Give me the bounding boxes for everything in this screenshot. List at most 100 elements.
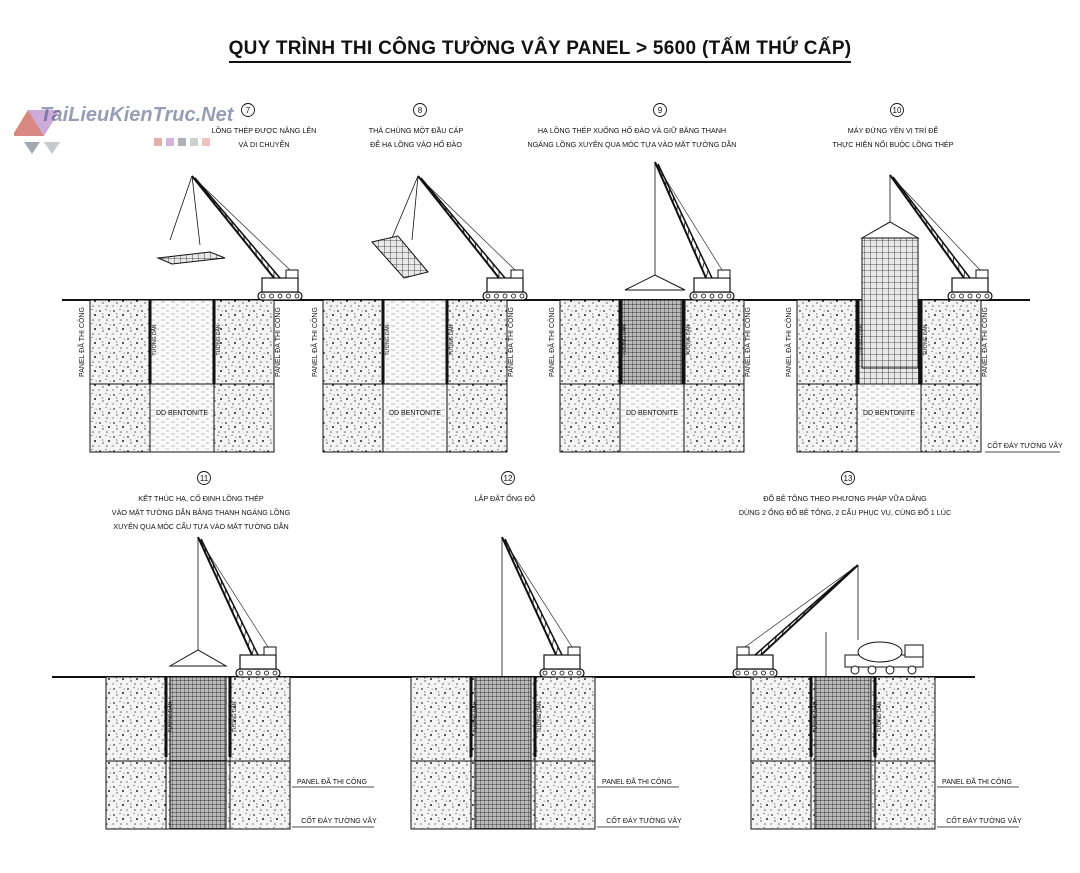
crane-cab (717, 269, 731, 279)
cage-tilted (371, 235, 429, 279)
steel-cage-raised (861, 237, 919, 369)
boom-lattice (809, 604, 813, 611)
guide-wall-label: TƯỜNG DẪN (536, 701, 543, 732)
diagram-title-text: QUY TRÌNH THI CÔNG TƯỜNG VÂY PANEL > 560… (228, 38, 852, 63)
track-wheel (976, 293, 981, 299)
steel-cage (814, 676, 872, 830)
boom-lattice (231, 220, 234, 228)
lifting-frame (860, 221, 920, 239)
track-wheel (294, 293, 300, 299)
crane-cab (285, 269, 299, 279)
guide-wall-label: TƯỜNG DẪN (812, 701, 819, 732)
step-caption-line: DÙNG 2 ỐNG ĐỔ BÊ TÔNG, 2 CẨU PHỤC VỤ, CÙ… (739, 507, 951, 517)
boom-lattice (236, 613, 239, 622)
track-wheel (502, 293, 508, 299)
boom-lattice (925, 220, 928, 227)
track-wheel (718, 293, 723, 299)
cranes (156, 161, 993, 678)
step-number: 12 (504, 474, 513, 483)
panel-done-label: PANEL ĐÃ THI CÔNG (784, 307, 793, 377)
crane-body (239, 654, 277, 670)
boom-lattice (963, 270, 965, 279)
step-caption-line: LẮP ĐẶT ỐNG ĐỔ (475, 493, 536, 503)
boom-lattice (426, 184, 430, 191)
boom-lattice (237, 227, 240, 235)
track-wheel (576, 670, 582, 676)
steel-cage (474, 676, 532, 830)
boom-lattice (691, 237, 694, 245)
track-wheel (559, 670, 565, 676)
step-number: 11 (200, 474, 209, 483)
guide-wall-label: TƯỜNG DẪN (167, 701, 174, 732)
boom-lattice (206, 192, 210, 199)
boom-lattice (468, 235, 471, 242)
boom-lattice (212, 199, 216, 206)
crane-body (693, 277, 731, 293)
truck-wheel (885, 665, 895, 675)
boom-lattice (694, 245, 697, 254)
guide-wall-label: TƯỜNG DẪN (621, 324, 628, 355)
boom-lattice (532, 596, 534, 605)
guide-wall-label: TƯỜNG DẪN (215, 324, 222, 355)
crane-13 (732, 564, 859, 678)
logo-icon (14, 110, 210, 154)
crane-body (486, 277, 524, 293)
boom-lattice (536, 605, 538, 613)
boom-lattice (909, 198, 912, 205)
gravel-left (559, 299, 621, 453)
steel-cage (169, 676, 227, 830)
panel-done-label: PANEL ĐÃ THI CÔNG (942, 777, 1012, 786)
track-wheel (269, 293, 274, 299)
step-number-circle (841, 471, 855, 485)
step-caption-line: THỰC HIỆN NỐI BUỘC LỒNG THÉP (832, 139, 953, 149)
step-number: 8 (418, 106, 423, 115)
guide-wall-label: TƯỜNG DẪN (448, 324, 455, 355)
track-wheel (264, 670, 269, 676)
crane-body (261, 277, 299, 293)
step-caption-line: VÀ DI CHUYỂN (238, 140, 289, 149)
wall-base-label: CỐT ĐÁY TƯỜNG VÂY (301, 815, 377, 825)
panel-done-label: PANEL ĐÃ THI CÔNG (602, 777, 672, 786)
crane-body (543, 654, 581, 670)
truck-wheel (867, 665, 877, 675)
boom-lattice (767, 642, 770, 649)
boom-lattice (816, 598, 820, 604)
crane-cable (191, 175, 291, 271)
crane-track (947, 291, 993, 301)
step-number: 10 (893, 106, 902, 115)
crane-10 (889, 174, 993, 301)
step-number-circle (241, 103, 255, 117)
boom-lattice (781, 629, 784, 636)
gravel-right (874, 676, 936, 830)
boom-lattice (931, 227, 933, 234)
truck-wheel (850, 665, 860, 675)
panel-done-label: PANEL ĐÃ THI CÔNG (273, 307, 282, 377)
boom-lattice (903, 191, 907, 198)
gravel-left (796, 299, 858, 453)
concrete-mixer-truck (844, 641, 924, 675)
boom-lattice (898, 184, 901, 190)
track-wheel (238, 670, 244, 676)
boom-lattice (474, 242, 477, 249)
boom-lattice (438, 199, 442, 206)
gravel-left (410, 676, 472, 830)
track-wheel (260, 293, 266, 299)
crane-track (732, 668, 778, 678)
crane-cable (744, 564, 859, 648)
boom-lattice (249, 242, 251, 249)
truck-wheel (907, 665, 917, 675)
crane-cab (975, 269, 989, 279)
boom-lattice (251, 646, 255, 656)
logo-text: TaiLieuKienTruc.Net (40, 104, 234, 126)
track-wheel (247, 670, 252, 676)
step-caption-line: ĐỂ HẠ LỒNG VÀO HỐ ĐÀO (370, 139, 462, 149)
